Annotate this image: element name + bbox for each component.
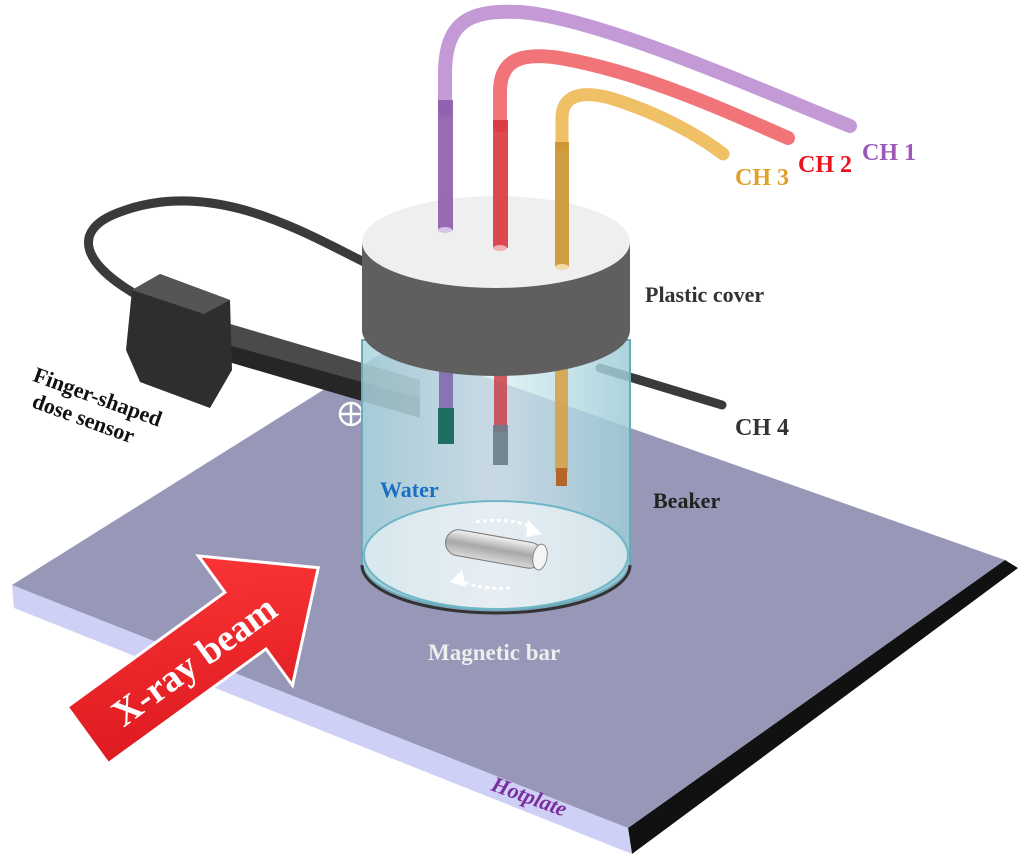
ch2-tube [493, 49, 795, 251]
ch2-probe-tip [493, 425, 508, 465]
rotation-arrow-top [475, 518, 535, 530]
ch1-label: CH 1 [862, 140, 916, 166]
ch3-probe-tip [556, 468, 567, 486]
beaker-label: Beaker [653, 488, 720, 513]
ch1-probe-lower [439, 362, 453, 417]
ch2-label: CH 2 [798, 152, 852, 178]
water-label: Water [380, 477, 439, 502]
magnetic-bar-label: Magnetic bar [428, 640, 560, 665]
rotation-arrow-top-head [526, 520, 542, 537]
rotation-arrow-bottom-head [450, 570, 466, 587]
beaker [360, 339, 632, 615]
ch4-cable [84, 196, 385, 305]
ch1-tube [438, 4, 857, 233]
ch3-probe-lower [555, 362, 568, 472]
ch3-label: CH 3 [735, 165, 789, 191]
ch2-probe-lower [494, 362, 507, 432]
beaker-base [360, 564, 632, 615]
ch1-probe-tip [438, 408, 454, 444]
dose-sensor-body-highlight [132, 274, 230, 314]
ch3-tube [555, 88, 730, 270]
ch4-label: CH 4 [735, 415, 789, 441]
plastic-cover-label: Plastic cover [645, 282, 764, 307]
crosshair-icon [338, 401, 364, 427]
magnetic-bar [445, 529, 548, 571]
hotplate-right-edge [628, 560, 1018, 854]
